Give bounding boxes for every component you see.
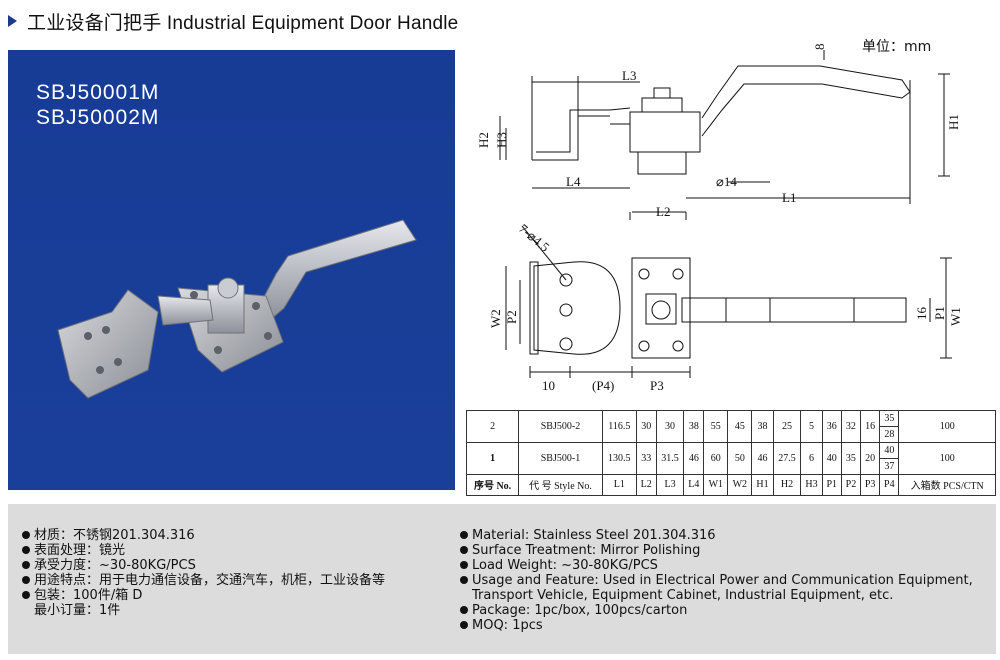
dim-p1: P1 (932, 306, 947, 320)
bullet-icon (22, 561, 30, 569)
bullet-icon (22, 591, 30, 599)
side-view-labels: L3 H2 H3 L4 ⌀14 L2 L1 H1 8 (476, 44, 961, 220)
dim-holes: 7-⌀4.5 (516, 221, 552, 255)
side-view (499, 50, 950, 220)
bullet-icon (22, 531, 30, 539)
bullet-icon (460, 546, 468, 554)
dimension-table: 2 SBJ500-2 116.5 30 30 38 55 45 38 25 5 … (465, 410, 996, 497)
specifications-panel: 材质：不锈钢201.304.316 表面处理：镜光 承受力度：~30-80KG/… (8, 504, 996, 654)
dim-l3: L3 (622, 68, 636, 83)
bullet-icon (460, 606, 468, 614)
bullet-icon (22, 576, 30, 584)
spec-line: MOQ: 1pcs (460, 618, 973, 633)
specs-chinese: 材质：不锈钢201.304.316 表面处理：镜光 承受力度：~30-80KG/… (22, 528, 385, 618)
spec-line: Material: Stainless Steel 201.304.316 (460, 528, 973, 543)
specs-english: Material: Stainless Steel 201.304.316 Su… (460, 528, 973, 633)
model-number: SBJ50001M (36, 81, 160, 104)
model-numbers: SBJ50001M SBJ50002M (36, 80, 159, 130)
dim-w2: W2 (488, 309, 503, 328)
dim-h1: H1 (946, 114, 961, 130)
spec-line-continued: Transport Vehicle, Equipment Cabinet, In… (472, 588, 894, 603)
spec-line: Usage and Feature: Used in Electrical Po… (460, 573, 973, 588)
spec-line: 最小订量：1件 (34, 603, 121, 618)
dim-16: 16 (914, 307, 929, 321)
dim-h3: H3 (494, 132, 509, 148)
table-header-row: 序号 No. 代 号 Style No. L1 L2 L3 L4 W1 W2 H… (465, 473, 996, 497)
spec-line: 承受力度：~30-80KG/PCS (22, 558, 385, 573)
dim-p3: P3 (650, 378, 664, 393)
dim-l2: L2 (656, 204, 670, 219)
door-handle-photo (57, 219, 417, 399)
bullet-icon (22, 546, 30, 554)
model-number: SBJ50002M (36, 106, 160, 129)
dim-h2: H2 (476, 132, 491, 148)
dim-thickness: 8 (812, 44, 827, 51)
top-view (505, 225, 952, 378)
dim-10: 10 (542, 378, 555, 393)
bullet-icon (460, 531, 468, 539)
spec-line: 材质：不锈钢201.304.316 (22, 528, 385, 543)
spec-line: 用途特点：用于电力通信设备，交通汽车，机柜，工业设备等 (22, 573, 385, 588)
triangle-bullet-icon (8, 15, 17, 27)
table-row: 1 SBJ500-1 130.5 33 31.5 46 60 50 46 27.… (465, 441, 996, 475)
unit-label: 单位：mm (862, 39, 932, 55)
dim-p2: P2 (504, 310, 519, 324)
bullet-icon (460, 561, 468, 569)
bullet-icon (460, 576, 468, 584)
technical-drawing: L3 H2 H3 L4 ⌀14 L2 L1 H1 8 7-⌀4.5 W2 P2 … (476, 44, 963, 394)
table-row: 2 SBJ500-2 116.5 30 30 38 55 45 38 25 5 … (465, 410, 996, 443)
page-title: 工业设备门把手 Industrial Equipment Door Handle (27, 12, 459, 34)
dim-diameter: ⌀14 (716, 174, 737, 189)
header: 工业设备门把手 Industrial Equipment Door Handle (8, 6, 458, 36)
dim-w1: W1 (948, 307, 963, 326)
dim-l4: L4 (566, 174, 581, 189)
dim-p4: (P4) (592, 378, 614, 393)
spec-line: 包装：100件/箱 D (22, 588, 385, 603)
spec-line: Package: 1pc/box, 100pcs/carton (460, 603, 973, 618)
spec-line: 表面处理：镜光 (22, 543, 385, 558)
bullet-icon (460, 621, 468, 629)
spec-line: Load Weight: ~30-80KG/PCS (460, 558, 973, 573)
dim-l1: L1 (782, 190, 796, 205)
spec-line: Surface Treatment: Mirror Polishing (460, 543, 973, 558)
product-photo-panel: SBJ50001M SBJ50002M (8, 50, 455, 490)
